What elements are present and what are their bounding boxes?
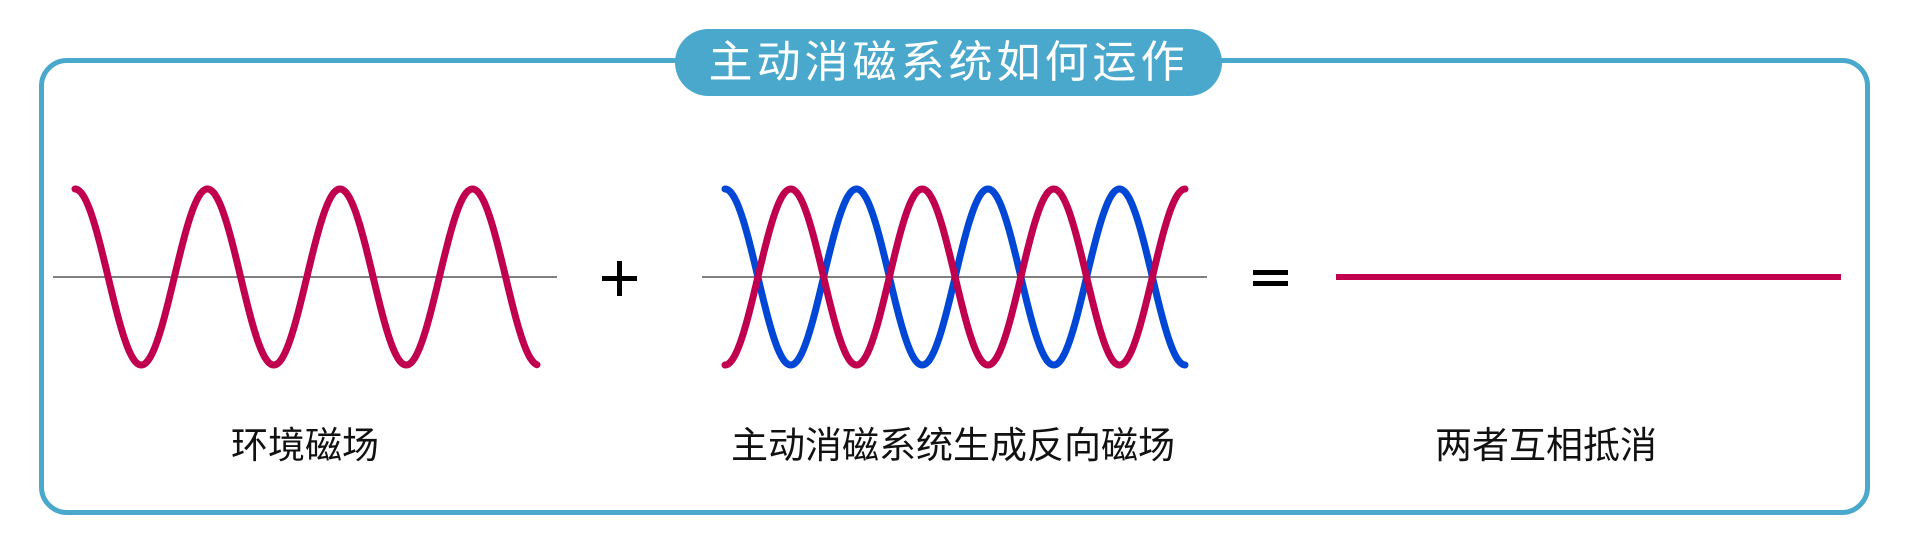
label-result: 两者互相抵消 [1435,424,1657,467]
title-banner: 主动消磁系统如何运作 [675,29,1222,96]
ambient-field-wave [71,185,541,369]
ambient-field-wave-overlay [721,185,1189,369]
diagram-title: 主动消磁系统如何运作 [708,36,1189,88]
label-counter-field: 主动消磁系统生成反向磁场 [731,424,1175,467]
plus-operator-icon [602,261,637,296]
equals-operator-icon [1253,270,1288,286]
label-ambient-field: 环境磁场 [231,424,379,467]
